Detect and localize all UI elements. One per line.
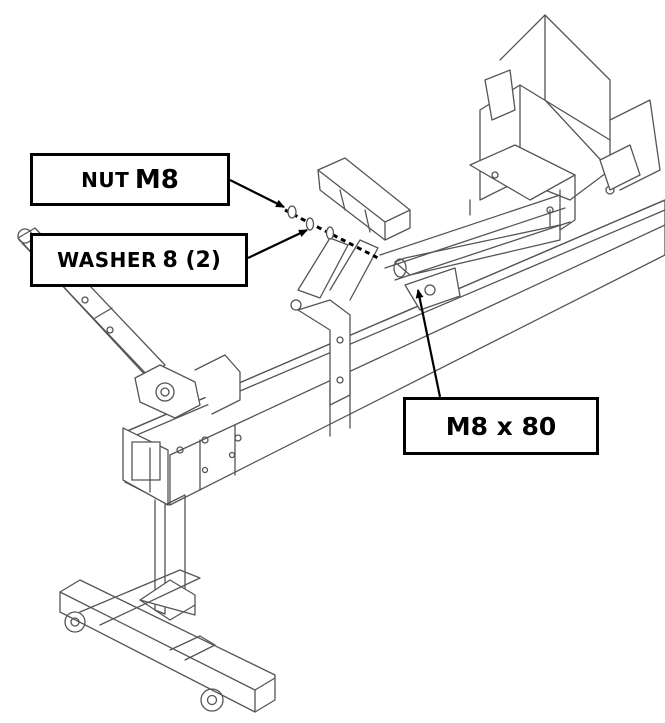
slide-rails	[379, 194, 571, 281]
washer-callout-size: 8 (2)	[162, 247, 221, 273]
front-leg	[139, 494, 196, 621]
front-bracket	[122, 427, 242, 506]
bolt-leader-arrow	[415, 289, 442, 398]
nut-callout: NUT M8	[30, 153, 230, 206]
nut-callout-prefix: NUT	[81, 167, 130, 192]
hardware-pieces	[287, 205, 335, 240]
nut-part	[287, 205, 297, 219]
washer-callout-prefix: WASHER	[57, 248, 157, 272]
base-foot	[59, 569, 276, 713]
washer-callout: WASHER 8 (2)	[30, 233, 248, 287]
rear-frame	[469, 14, 661, 231]
nut-leader-arrow	[229, 179, 285, 208]
foot-plate	[317, 157, 411, 241]
center-upright	[290, 237, 379, 406]
assembly-guide-line	[284, 208, 379, 260]
bolt-callout-label: M8 x 80	[445, 411, 557, 441]
pivot-tube	[393, 224, 561, 311]
nut-callout-size: M8	[134, 164, 179, 195]
washer-part-1	[305, 217, 315, 231]
washer-leader-arrow	[247, 229, 308, 259]
washer-part-2	[325, 226, 335, 240]
bolt-callout: M8 x 80	[403, 397, 599, 455]
